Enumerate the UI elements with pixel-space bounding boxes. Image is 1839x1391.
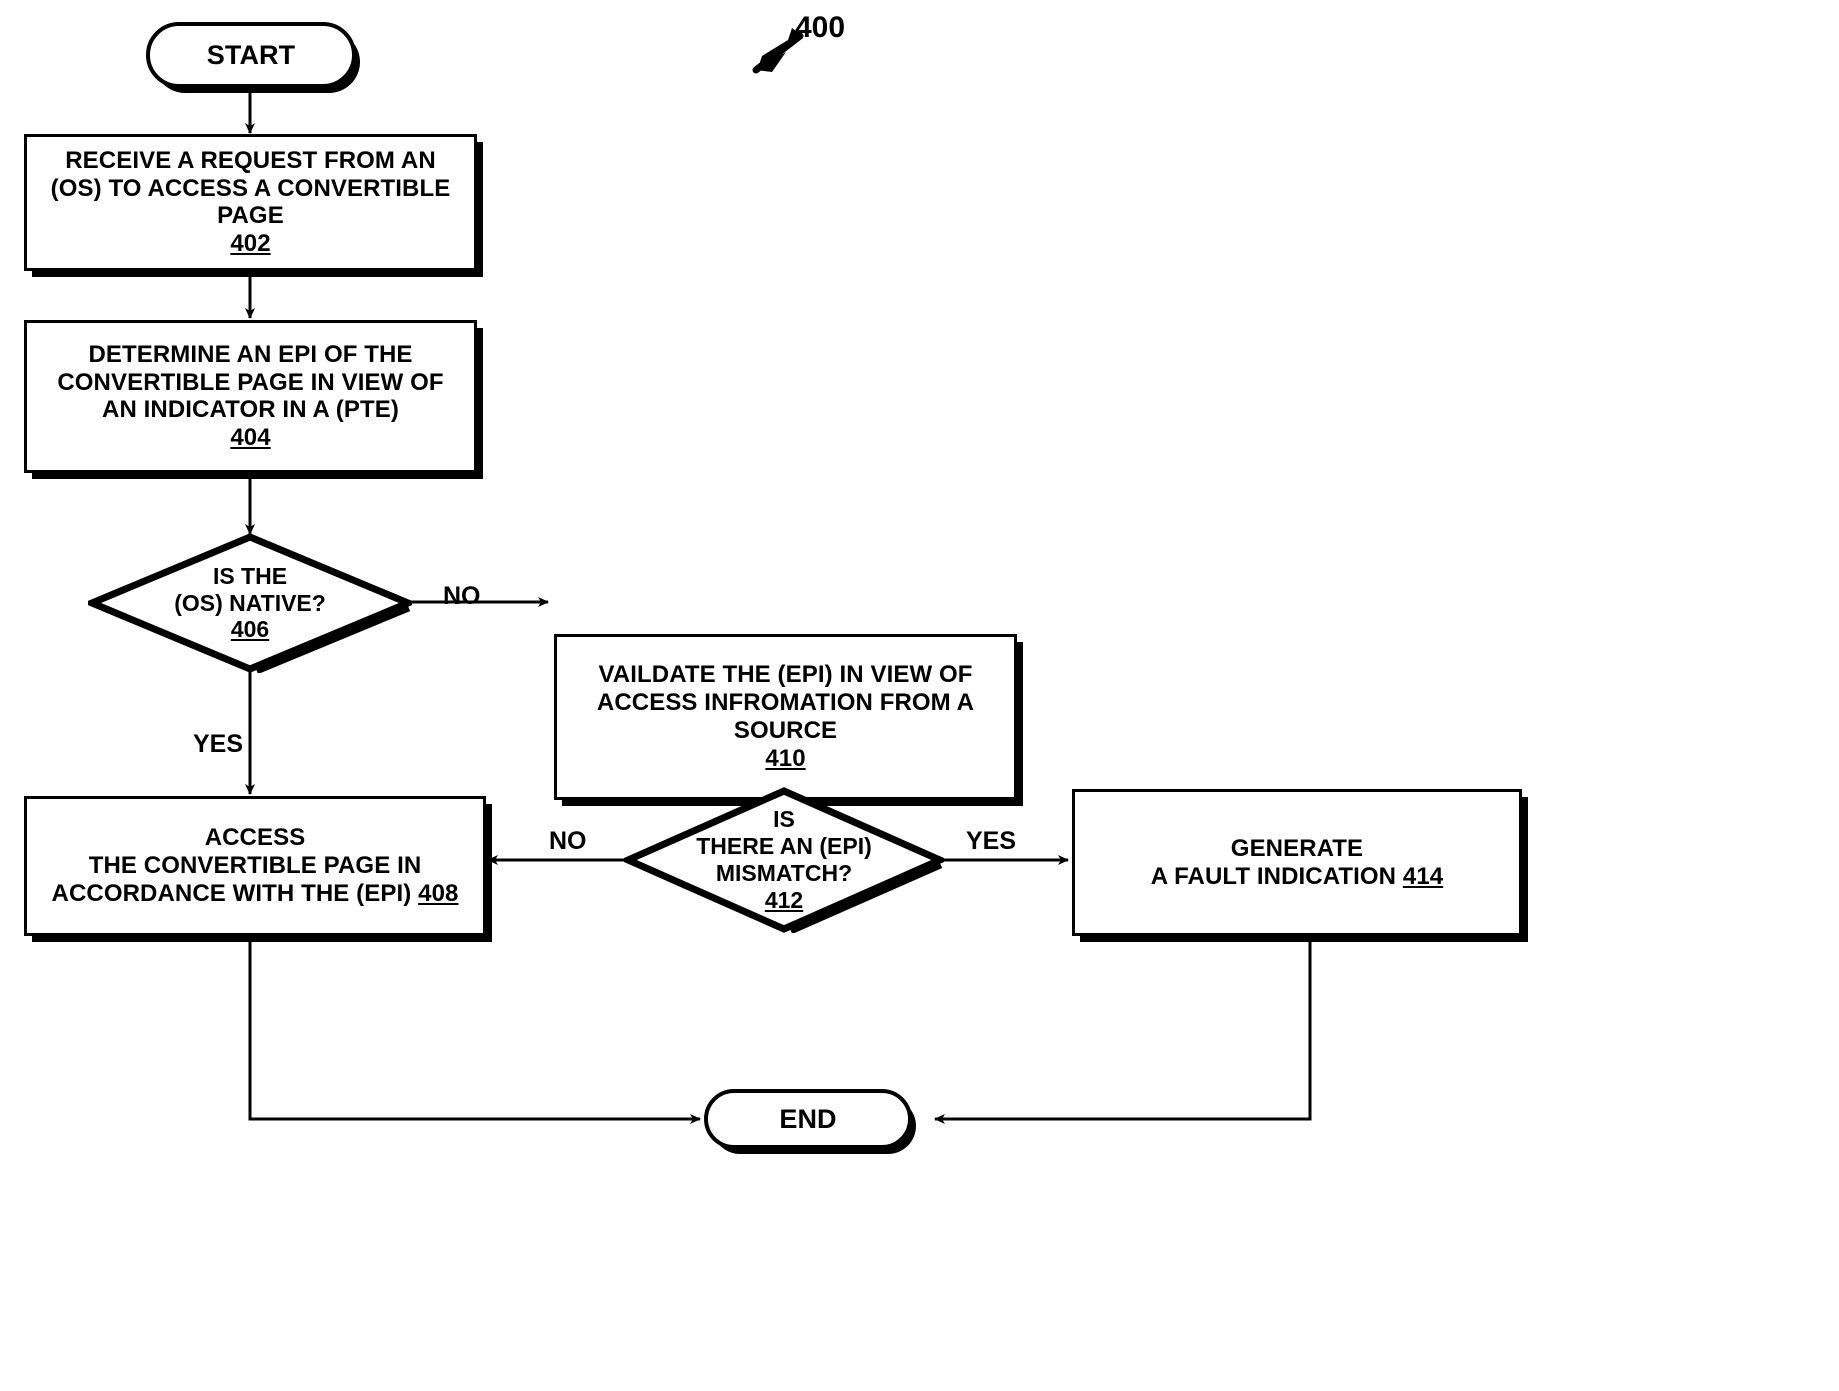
process-404-ref: 404 (230, 424, 271, 452)
edge-label-no-412: NO (549, 827, 587, 855)
process-410: VAILDATE THE (EPI) IN VIEW OF ACCESS INF… (554, 634, 1017, 800)
process-414: GENERATE A FAULT INDICATION 414 (1072, 789, 1522, 936)
edge-label-yes-406: YES (193, 730, 244, 758)
process-410-ref: 410 (765, 744, 806, 772)
process-414-text: GENERATE A FAULT INDICATION 414 (1150, 834, 1444, 890)
figure-number: 400 (795, 11, 846, 44)
process-414-ref: 414 (1402, 862, 1444, 890)
process-402-text: RECEIVE A REQUEST FROM AN (OS) TO ACCESS… (50, 146, 451, 230)
end-terminator: END (704, 1089, 912, 1149)
end-label: END (779, 1103, 837, 1134)
decision-406: IS THE (OS) NATIVE? 406 (88, 533, 412, 673)
process-402-ref: 402 (230, 230, 271, 258)
decision-412: IS THERE AN (EPI) MISMATCH? 412 (624, 787, 944, 933)
process-408-text: ACCESS THE CONVERTIBLE PAGE IN ACCORDANC… (51, 824, 459, 907)
process-402: RECEIVE A REQUEST FROM AN (OS) TO ACCESS… (24, 134, 477, 271)
process-410-text: VAILDATE THE (EPI) IN VIEW OF ACCESS INF… (596, 661, 975, 744)
process-408: ACCESS THE CONVERTIBLE PAGE IN ACCORDANC… (24, 796, 486, 936)
start-terminator: START (146, 22, 356, 88)
process-408-ref: 408 (418, 879, 459, 907)
edge-label-no-406: NO (443, 582, 481, 610)
figure-pointer-arrow (752, 28, 804, 74)
decision-412-shape (624, 787, 944, 933)
edge-label-yes-412: YES (966, 827, 1017, 855)
decision-406-shape (88, 533, 412, 673)
start-label: START (206, 39, 296, 70)
process-404: DETERMINE AN EPI OF THE CONVERTIBLE PAGE… (24, 320, 477, 473)
process-404-text: DETERMINE AN EPI OF THE CONVERTIBLE PAGE… (57, 340, 444, 424)
